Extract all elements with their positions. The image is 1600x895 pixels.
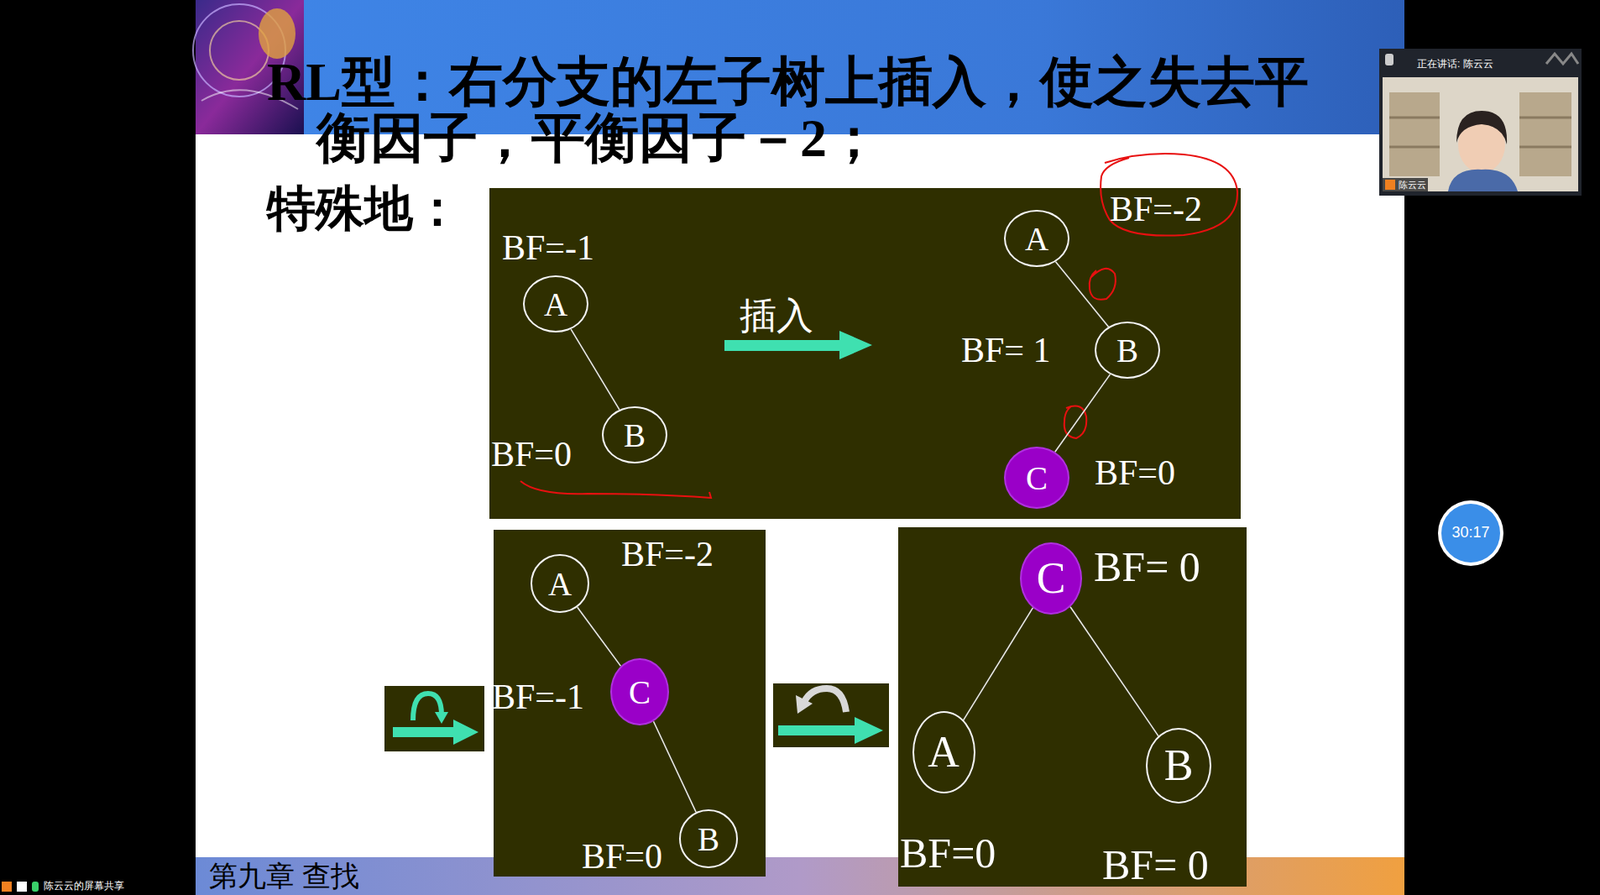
node-letter: B <box>1164 743 1194 788</box>
timer-text: 30:17 <box>1451 524 1490 542</box>
tree-node: C <box>1003 446 1070 509</box>
tree-node: A <box>530 554 590 613</box>
node-letter: B <box>697 822 720 856</box>
balance-factor: BF=0 <box>899 830 996 877</box>
balance-factor: BF=-1 <box>501 228 595 267</box>
tree-node: B <box>679 809 738 868</box>
tree-edge <box>570 329 620 410</box>
taskbar-icons <box>1 881 39 892</box>
node-letter: B <box>1116 334 1139 367</box>
node-letter: A <box>1024 222 1049 256</box>
node-letter: A <box>543 287 568 321</box>
tree-node: C <box>1019 542 1083 615</box>
node-letter: A <box>548 567 572 601</box>
speaker-status: 正在讲话: 陈云云 <box>1416 58 1494 70</box>
rotate-left-icon <box>773 683 889 748</box>
panel <box>898 527 1247 887</box>
tree-edge <box>1055 374 1111 452</box>
tree-edge <box>1056 261 1109 328</box>
node-letter: C <box>1025 461 1048 495</box>
balance-factor: BF= 1 <box>961 330 1051 370</box>
heading-note: 特殊地： <box>266 182 462 236</box>
node-letter: B <box>623 418 646 452</box>
rotate-right-icon <box>384 685 485 752</box>
tree-node: A <box>522 275 589 333</box>
balance-factor: BF=-1 <box>491 677 585 717</box>
tree-node: B <box>1094 321 1161 379</box>
tree-edge <box>963 607 1034 721</box>
balance-factor: BF= 0 <box>1102 841 1209 889</box>
balance-factor: BF=0 <box>581 836 663 876</box>
tree-node: A <box>912 711 976 794</box>
node-letter: A <box>927 730 960 774</box>
node-letter: C <box>1036 556 1067 601</box>
tree-node: B <box>1145 727 1212 804</box>
tree-node: A <box>1003 209 1070 267</box>
chapter-footer: 第九章 查找 <box>209 860 360 892</box>
node-letter: C <box>628 675 651 709</box>
webcam-panel <box>1379 48 1582 196</box>
balance-factor: BF=-2 <box>1109 189 1203 229</box>
tree-edge <box>1070 606 1159 737</box>
tree-edge <box>653 721 697 812</box>
arrow-label: 插入 <box>739 296 814 337</box>
speaker-name: 陈云云 <box>1398 179 1427 190</box>
balance-factor: BF=-2 <box>621 534 714 574</box>
balance-factor: BF= 0 <box>1093 543 1201 591</box>
panel <box>489 188 1241 519</box>
tree-node: B <box>601 406 668 464</box>
timer <box>1437 500 1504 566</box>
slide <box>195 0 1405 895</box>
tree-edge <box>577 606 622 666</box>
tree-node: C <box>610 658 670 726</box>
share-status: 陈云云的屏幕共享 <box>43 880 125 892</box>
balance-factor: BF=0 <box>1094 453 1176 492</box>
slide-title: RL型：右分支的左子树上插入，使之失去平衡因子，平衡因子－2； <box>266 53 1340 167</box>
balance-factor: BF=0 <box>491 434 572 474</box>
red-annotation <box>520 153 1238 498</box>
